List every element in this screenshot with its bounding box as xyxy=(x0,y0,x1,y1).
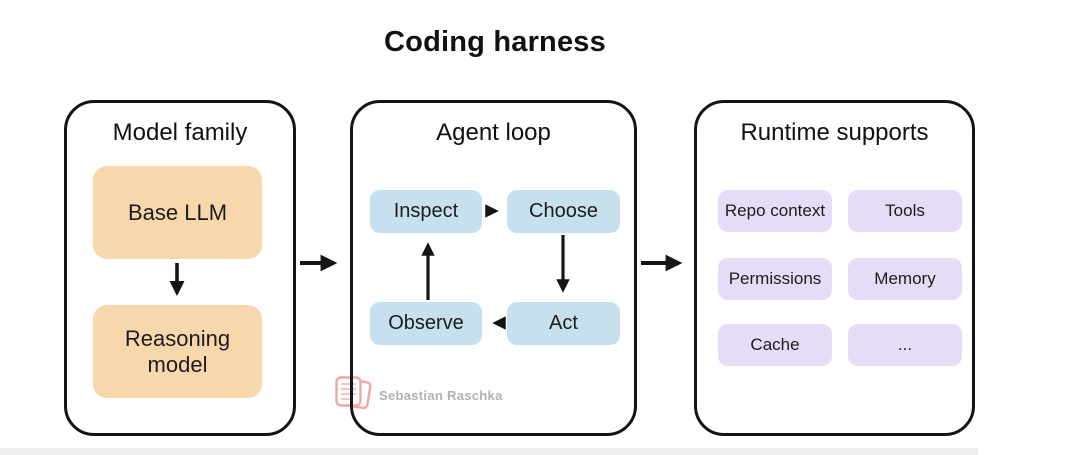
node-choose: Choose xyxy=(507,190,620,233)
node-base-llm: Base LLM xyxy=(93,166,262,259)
node-reasoning-model: Reasoning model xyxy=(93,305,262,398)
node-ellipsis: ... xyxy=(848,324,962,366)
node-inspect: Inspect xyxy=(370,190,482,233)
panel-model-family: Model family xyxy=(64,100,296,436)
panel-runtime-supports-title: Runtime supports xyxy=(740,119,929,146)
diagram-title: Coding harness xyxy=(384,26,606,58)
node-permissions: Permissions xyxy=(718,258,832,300)
watermark-author: Sebastian Raschka xyxy=(379,388,503,403)
node-act: Act xyxy=(507,302,620,345)
panel-model-family-title: Model family xyxy=(112,119,248,146)
node-tools: Tools xyxy=(848,190,962,232)
node-repo-context: Repo context xyxy=(718,190,832,232)
bottom-bar xyxy=(0,448,978,455)
node-observe: Observe xyxy=(370,302,482,345)
panel-agent-loop-title: Agent loop xyxy=(436,119,551,146)
panel-agent-loop: Agent loop xyxy=(350,100,637,436)
node-cache: Cache xyxy=(718,324,832,366)
node-memory: Memory xyxy=(848,258,962,300)
panel-runtime-supports: Runtime supports xyxy=(694,100,975,436)
